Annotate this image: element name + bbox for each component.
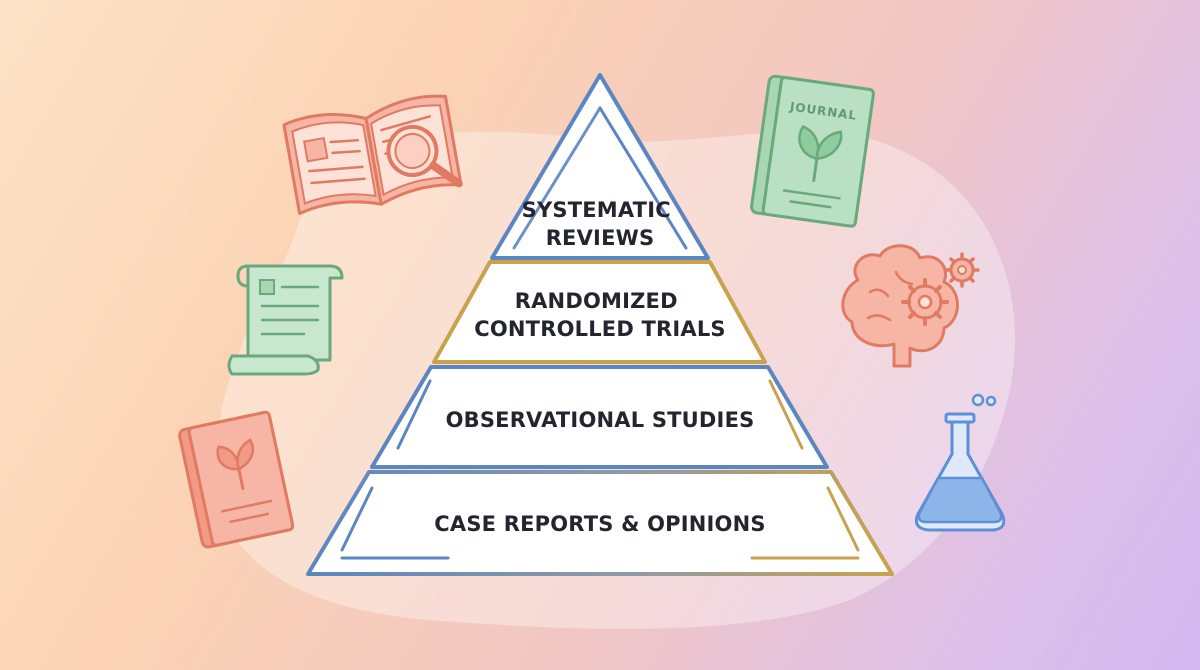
document-scroll-icon	[227, 264, 344, 376]
level-3-label: OBSERVATIONAL STUDIES	[446, 408, 755, 432]
small-gear-icon	[944, 252, 980, 288]
journal-book-icon: JOURNAL	[750, 74, 875, 228]
level-1-line-1: SYSTEMATIC	[522, 198, 671, 222]
svg-text:RANDOMIZED CONTROLLED: RANDOMIZED CONTROLLED TRIALS	[474, 289, 726, 341]
pyramid-level-systematic-reviews: SYSTEMATIC REVIEWS	[490, 73, 710, 260]
pyramid-level-case-reports: CASE REPORTS & OPINIONS	[306, 470, 894, 576]
open-book-magnifier-icon	[282, 94, 463, 216]
flask-icon	[914, 393, 1006, 532]
pyramid-level-randomized-controlled-trials: RANDOMIZED CONTROLLED TRIALS	[432, 260, 767, 364]
brain-gears-icon	[841, 244, 980, 368]
svg-text:SYSTEMATIC REVIEWS: SYSTEMATIC REVIEWS	[522, 198, 679, 250]
level-2-line-1: RANDOMIZED	[515, 289, 678, 313]
pyramid-level-observational-studies: OBSERVATIONAL STUDIES	[370, 365, 829, 469]
level-4-label: CASE REPORTS & OPINIONS	[434, 512, 765, 536]
level-2-line-2: CONTROLLED TRIALS	[474, 317, 726, 341]
evidence-pyramid: SYSTEMATIC REVIEWS RANDOMIZED CONTROLLED…	[306, 73, 894, 576]
level-1-line-2: REVIEWS	[546, 226, 655, 250]
book-leaf-icon	[178, 410, 295, 549]
gear-icon	[901, 278, 949, 326]
